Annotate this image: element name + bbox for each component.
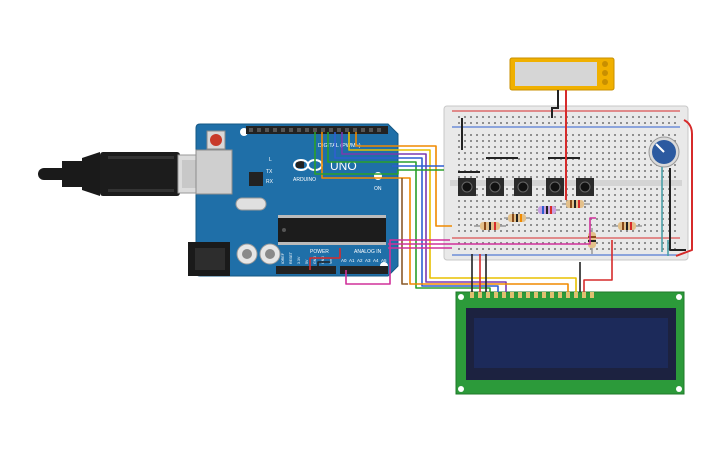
on-label: ON — [374, 186, 382, 192]
potentiometer[interactable] — [648, 136, 680, 168]
usb-chip — [249, 172, 263, 186]
analog-pin-label: A4 — [373, 258, 379, 263]
pushbutton[interactable] — [514, 178, 532, 196]
wire-teal — [314, 132, 444, 175]
analog-label: ANALOG IN — [354, 249, 382, 255]
power-pin-label: 5V — [305, 259, 309, 264]
pushbutton[interactable] — [486, 178, 504, 196]
tx-label: TX — [266, 169, 273, 175]
wire-pink-2 — [388, 217, 596, 245]
resistor[interactable] — [504, 214, 530, 222]
wire-green — [327, 132, 491, 292]
buzzer-leads — [551, 90, 567, 200]
resistor[interactable] — [536, 206, 560, 214]
pushbutton[interactable] — [576, 178, 594, 196]
analog-pin-label: A1 — [349, 258, 355, 263]
reset-button-icon[interactable] — [206, 130, 226, 150]
power-pin-label: 3.3V — [297, 256, 301, 264]
digital-label: DIGITAL (PWM~) — [318, 143, 361, 149]
lcd-screen — [474, 318, 668, 368]
wire-black-rail — [669, 168, 686, 251]
analog-pin-label: A0 — [341, 258, 347, 263]
atmega-chip — [278, 215, 386, 245]
wires — [309, 119, 693, 292]
wire-blue — [334, 132, 499, 292]
power-pin-label: RESET — [289, 251, 293, 264]
digital-header[interactable] — [246, 126, 388, 134]
wire-orange-2 — [321, 132, 569, 292]
pushbutton[interactable] — [546, 178, 564, 196]
pushbutton[interactable] — [458, 178, 476, 196]
resistor[interactable] — [612, 222, 642, 230]
analog-pin-label: A5 — [381, 258, 387, 263]
rx-label: RX — [266, 179, 274, 185]
breadboard-jumpers — [458, 118, 580, 173]
uno-label: UNO — [330, 159, 357, 173]
power-label: POWER — [310, 249, 329, 255]
capacitor — [259, 243, 281, 265]
wire-yellow — [348, 132, 577, 292]
analog-pin-label: A2 — [357, 258, 363, 263]
lcd-16x2[interactable] — [455, 291, 685, 395]
wire-orange — [355, 132, 452, 227]
power-pin-label: GND — [313, 256, 317, 264]
wire-red-5v — [309, 248, 341, 270]
wire-black-gnd — [317, 261, 330, 270]
wire-pink — [345, 239, 450, 285]
power-pin-label: IOREF — [281, 252, 285, 264]
piezo-buzzer[interactable] — [509, 57, 615, 91]
resistor[interactable] — [474, 222, 506, 230]
power-pin-label: GND — [321, 256, 325, 264]
wire-brown — [401, 178, 408, 285]
capacitor — [236, 243, 258, 265]
resistor[interactable] — [562, 200, 590, 208]
wire-red-lcd-2 — [583, 240, 613, 292]
power-analog-header[interactable] — [276, 266, 388, 274]
wire-red-rail — [675, 119, 693, 257]
analog-pin-label: A3 — [365, 258, 371, 263]
l-label: L — [269, 157, 272, 163]
usb-cable — [38, 152, 213, 196]
arduino-brand-label: ARDUINO — [293, 177, 316, 183]
usb-socket — [195, 149, 233, 195]
crystal-oscillator — [235, 197, 267, 211]
power-pin-label: Vin — [329, 259, 333, 264]
